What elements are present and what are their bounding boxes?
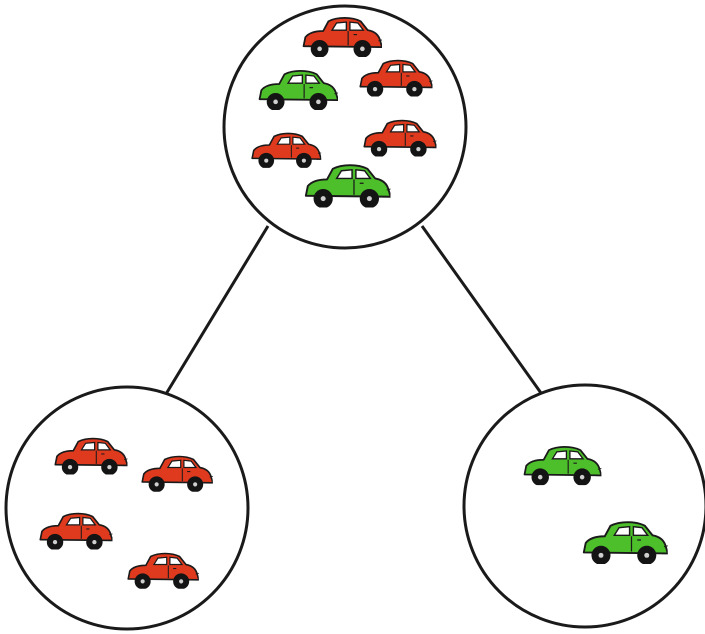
right-child-node-circle bbox=[462, 383, 705, 629]
left-child-node-circle bbox=[4, 385, 250, 631]
edge-root-left bbox=[164, 225, 270, 395]
left-child-node bbox=[4, 385, 250, 631]
edge-root-right bbox=[420, 225, 543, 394]
edges-layer bbox=[164, 225, 543, 395]
root-node bbox=[222, 4, 468, 250]
right-child-node bbox=[462, 383, 705, 629]
